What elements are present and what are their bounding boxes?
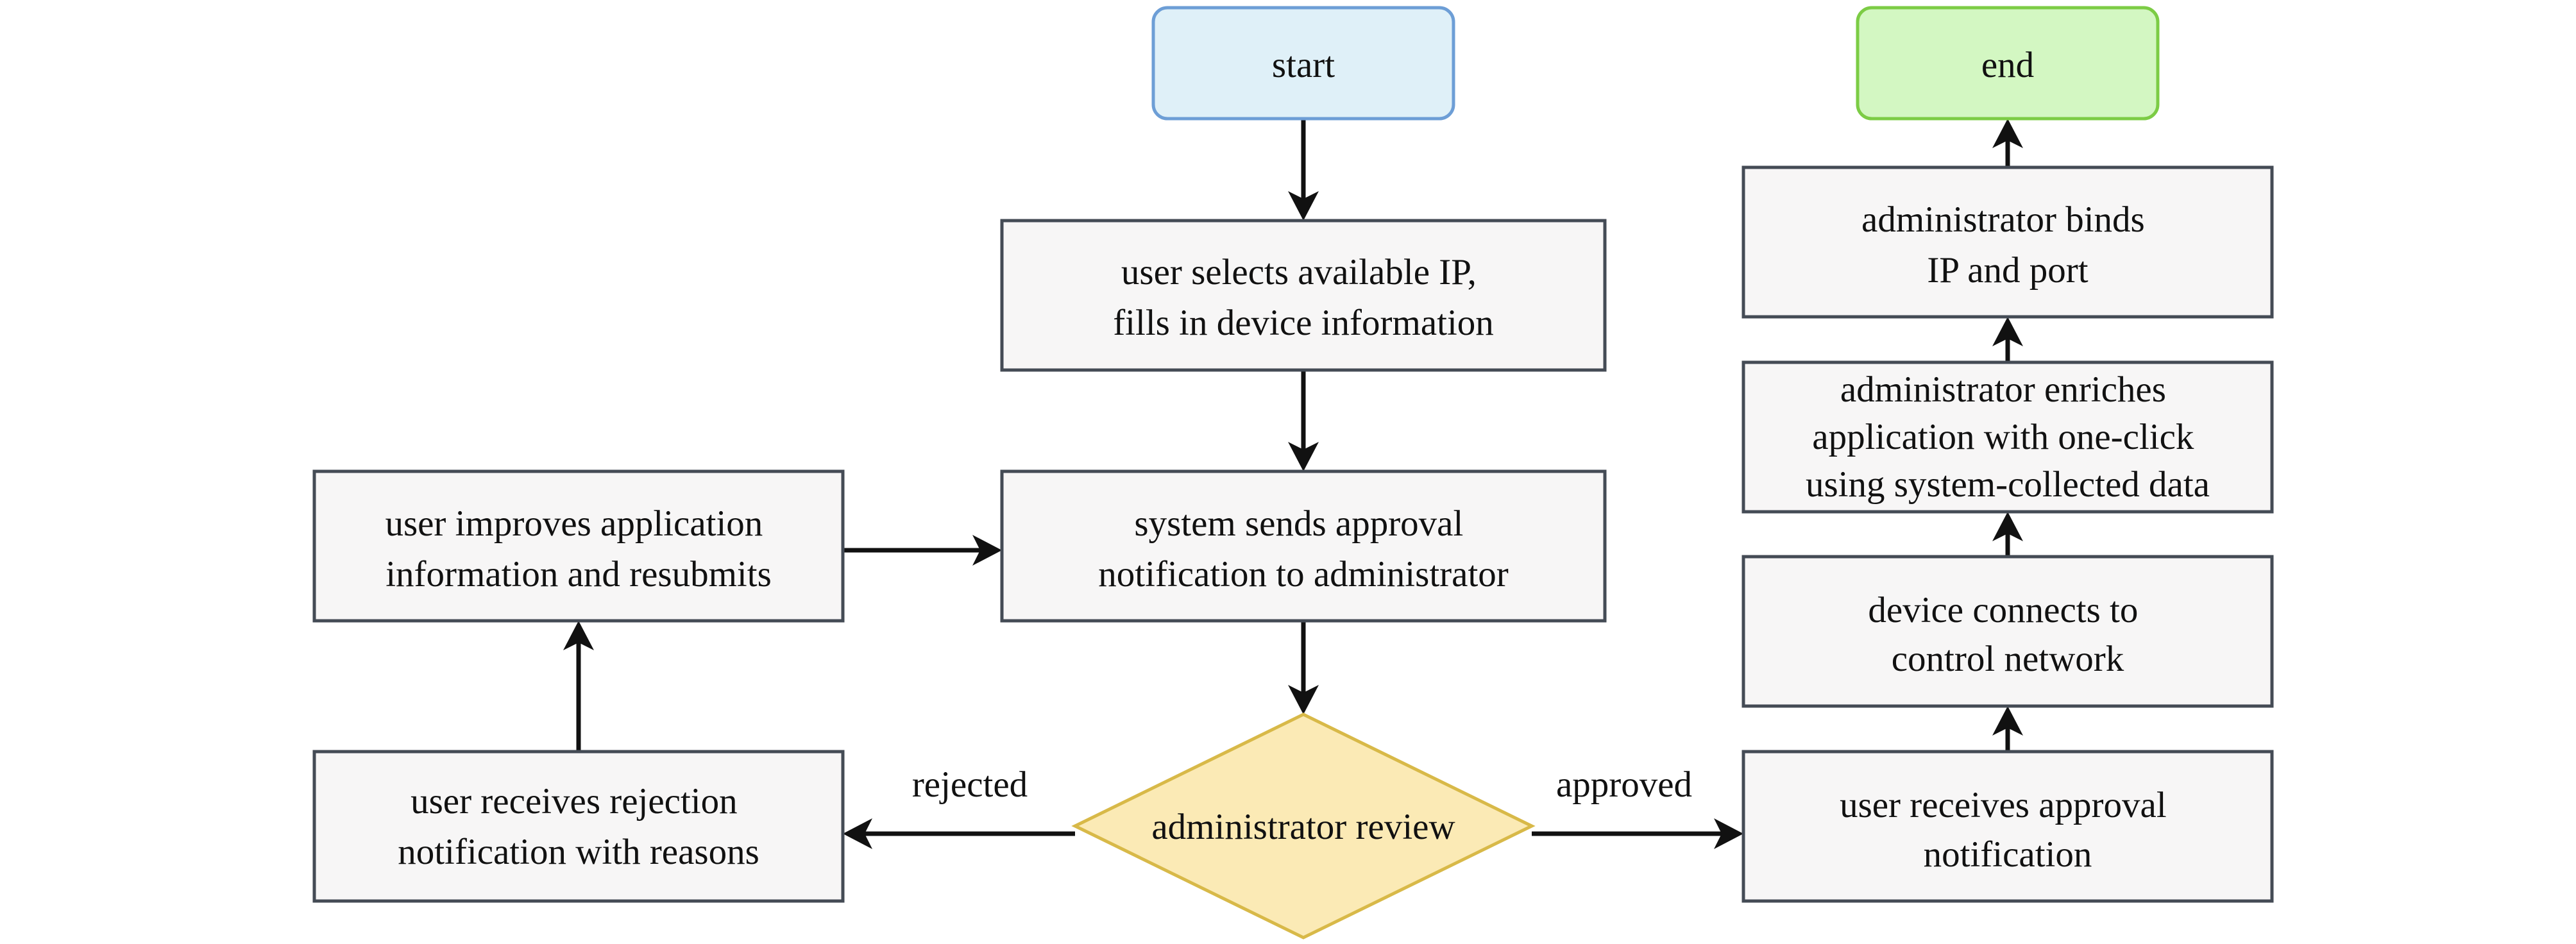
start-terminal bbox=[1151, 6, 1455, 121]
edge-connect-to-enrich-arrowhead bbox=[1992, 512, 2023, 541]
rejection-label: user receives rejection notification wit… bbox=[398, 781, 759, 872]
edge-improve-to-send-arrowhead bbox=[972, 535, 1002, 566]
edge-label-approved: approved bbox=[1556, 764, 1692, 805]
edge-enrich-to-bind-arrowhead bbox=[1992, 317, 2023, 346]
edge-send-to-review-arrowhead bbox=[1288, 685, 1319, 714]
edge-approval-to-connect-arrowhead bbox=[1992, 706, 2023, 736]
node-enrich: administrator enriches application with … bbox=[1741, 360, 2274, 514]
edge-review-to-rejection bbox=[843, 818, 1075, 849]
enrich-label: administrator enriches application with … bbox=[1806, 369, 2210, 505]
node-select-ip: user selects available IP, fills in devi… bbox=[1000, 219, 1607, 372]
edge-send-to-review bbox=[1288, 621, 1319, 714]
node-rejection: user receives rejection notification wit… bbox=[312, 750, 845, 903]
node-connect: device connects to control network bbox=[1741, 555, 2274, 708]
approval-label: user receives approval notification bbox=[1840, 785, 2176, 875]
node-send-notification: system sends approval notification to ad… bbox=[1000, 469, 1607, 623]
review-label: administrator review bbox=[1151, 807, 1455, 847]
edge-start-to-select bbox=[1288, 119, 1319, 221]
edge-approval-to-connect bbox=[1992, 706, 2023, 752]
edge-label-rejected: rejected bbox=[912, 764, 1028, 805]
edge-start-to-select-arrowhead bbox=[1288, 191, 1319, 221]
edge-select-to-send bbox=[1288, 370, 1319, 471]
edge-select-to-send-arrowhead bbox=[1288, 442, 1319, 471]
start-label: start bbox=[1272, 45, 1335, 85]
node-bind: administrator binds IP and port bbox=[1741, 165, 2274, 319]
send-notification-label: system sends approval notification to ad… bbox=[1098, 503, 1509, 594]
edge-enrich-to-bind bbox=[1992, 317, 2023, 362]
edge-rejection-to-improve-arrowhead bbox=[563, 621, 594, 650]
arrows bbox=[563, 119, 2023, 849]
approval-box bbox=[1741, 750, 2274, 903]
edge-connect-to-enrich bbox=[1992, 512, 2023, 557]
select-ip-box bbox=[1000, 219, 1607, 372]
improve-resubmit-label: user improves application information an… bbox=[385, 503, 772, 594]
connect-label: device connects to control network bbox=[1868, 590, 2147, 679]
connect-box bbox=[1741, 555, 2274, 708]
edge-review-to-approval bbox=[1532, 818, 1743, 849]
bind-box bbox=[1741, 165, 2274, 319]
review-decision bbox=[1071, 712, 1536, 940]
improve-resubmit-box bbox=[312, 469, 845, 623]
enrich-box bbox=[1741, 360, 2274, 514]
edge-review-to-rejection-arrowhead bbox=[843, 818, 872, 849]
send-notification-box bbox=[1000, 469, 1607, 623]
node-review: administrator review bbox=[1071, 712, 1536, 940]
end-label: end bbox=[1981, 45, 2034, 85]
node-end: end bbox=[1856, 6, 2160, 121]
node-start: start bbox=[1151, 6, 1455, 121]
edge-review-to-approval-arrowhead bbox=[1714, 818, 1743, 849]
end-terminal bbox=[1856, 6, 2160, 121]
select-ip-label: user selects available IP, fills in devi… bbox=[1113, 252, 1494, 343]
edge-rejection-to-improve bbox=[563, 621, 594, 752]
edge-bind-to-end bbox=[1992, 119, 2023, 167]
edge-improve-to-send bbox=[843, 535, 1002, 566]
rejection-box bbox=[312, 750, 845, 903]
bind-label: administrator binds IP and port bbox=[1861, 199, 2154, 291]
node-approval: user receives approval notification bbox=[1741, 750, 2274, 903]
node-improve-resubmit: user improves application information an… bbox=[312, 469, 845, 623]
edge-bind-to-end-arrowhead bbox=[1992, 119, 2023, 148]
